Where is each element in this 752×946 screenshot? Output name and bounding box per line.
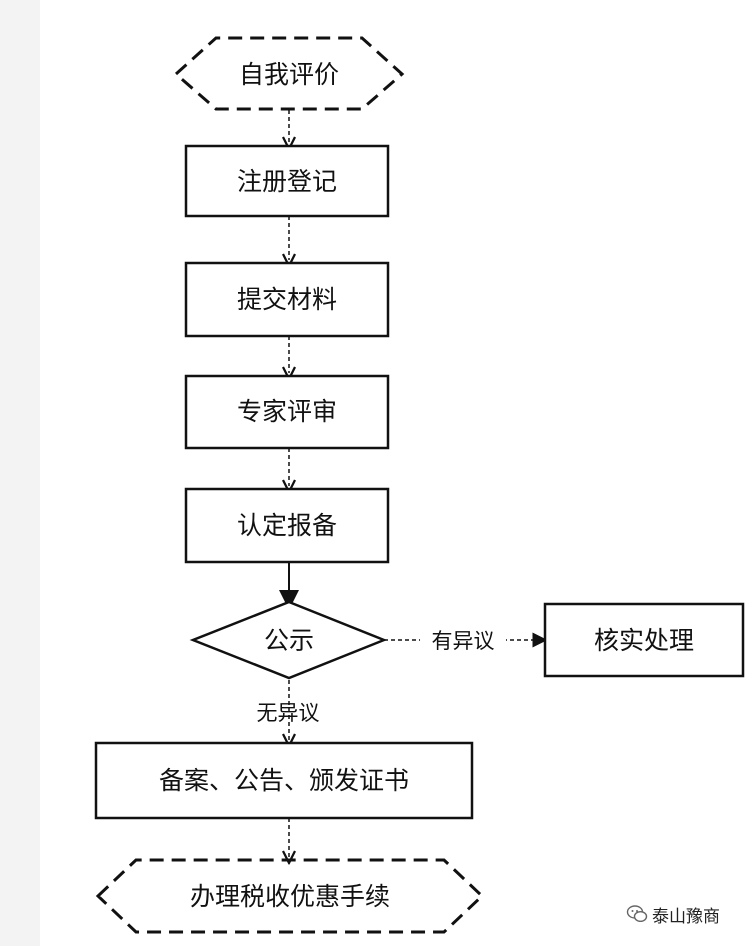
node-registration: 注册登记 [184, 144, 390, 218]
node-verification-box [543, 602, 745, 678]
node-filing-certificate-label: 备案、公告、颁发证书 [159, 766, 409, 795]
node-self-evaluation-label: 自我评价 [239, 60, 339, 89]
node-filing-certificate-box [94, 741, 474, 820]
node-tax-procedures-label: 办理税收优惠手续 [190, 882, 390, 911]
node-self-evaluation: 自我评价 [173, 36, 405, 111]
node-submit-materials: 提交材料 [184, 261, 390, 338]
node-expert-review-box [184, 374, 390, 450]
node-submit-materials-box [184, 261, 390, 338]
node-filing-certificate: 备案、公告、颁发证书 [94, 741, 474, 820]
node-tax-procedures-shape [95, 858, 485, 934]
edge-objection-label: 有异议 [432, 629, 495, 653]
wechat-icon [626, 905, 648, 923]
node-submit-materials-label: 提交材料 [237, 285, 337, 314]
node-registration-label: 注册登记 [237, 167, 337, 196]
node-expert-review: 专家评审 [184, 374, 390, 450]
edge-objection-label-bg [420, 627, 506, 653]
edge-no-objection-label: 无异议 [257, 701, 320, 725]
left-margin-strip [0, 0, 40, 946]
node-verification: 核实处理 [543, 602, 745, 678]
node-expert-review-label: 专家评审 [237, 397, 337, 426]
node-verification-label: 核实处理 [594, 626, 694, 655]
watermark: 泰山豫商 [622, 902, 724, 927]
node-tax-procedures: 办理税收优惠手续 [95, 858, 485, 934]
node-public-notice-label: 公示 [264, 626, 314, 655]
node-public-notice: 公示 [189, 600, 388, 680]
node-public-notice-shape [189, 600, 388, 680]
node-recognition-filing: 认定报备 [184, 487, 390, 564]
node-self-evaluation-shape [173, 36, 405, 111]
watermark-text: 泰山豫商 [652, 906, 720, 927]
node-recognition-filing-label: 认定报备 [237, 511, 337, 540]
node-registration-box [184, 144, 390, 218]
node-recognition-filing-box [184, 487, 390, 564]
